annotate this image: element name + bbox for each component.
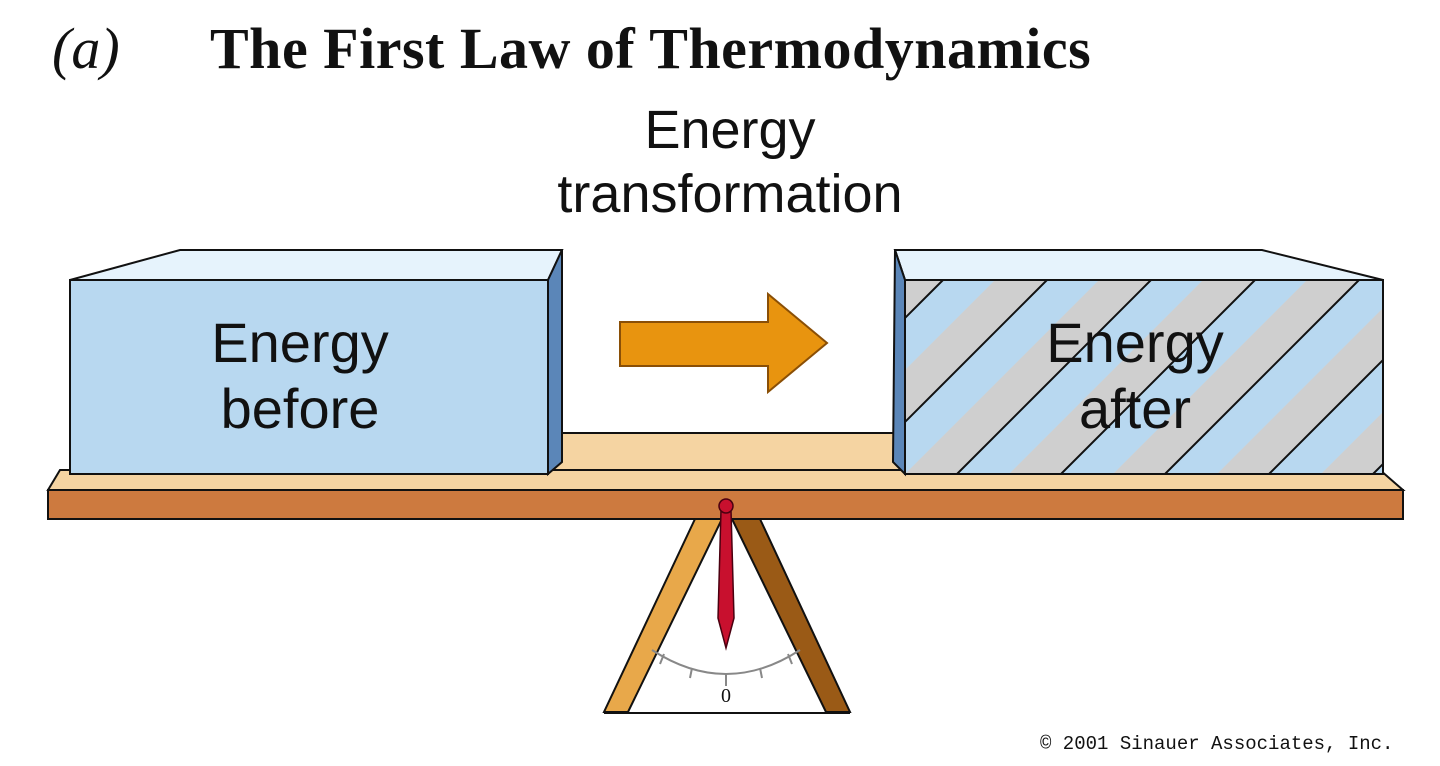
scale-dial [651, 649, 801, 686]
dial-tick [787, 653, 793, 665]
diagram-title: The First Law of Thermodynamics [210, 16, 1092, 81]
needle-pivot [718, 498, 734, 514]
after-box-top [893, 249, 1384, 281]
arrow-caption-text: Energy transformation [557, 100, 903, 224]
after-label-line2: after [1078, 377, 1192, 440]
beam-back-strip [547, 432, 904, 471]
needle-body [717, 509, 735, 651]
scale-needle [717, 498, 735, 651]
dial-ticks [659, 653, 793, 686]
dial-tick [689, 667, 693, 679]
hatch-line [1268, 358, 1383, 474]
hatch-line [1164, 280, 1360, 474]
after-label-line1: Energy [1046, 311, 1224, 374]
hatch-line [905, 280, 1048, 424]
before-label-line1: Energy [211, 311, 389, 374]
hatch-band [1321, 412, 1383, 474]
transformation-arrow [619, 291, 829, 395]
hatch-band [905, 280, 1151, 474]
before-label-line2: before [220, 377, 380, 440]
after-box-outline [904, 279, 1384, 475]
hatch-band [1009, 280, 1255, 474]
dial-tick [659, 653, 665, 665]
stand-right-leg [730, 518, 852, 713]
energy-before-box [69, 249, 564, 477]
before-box-front [69, 279, 549, 475]
arrow-caption: Energy transformation [470, 98, 990, 226]
after-box-side [891, 249, 906, 477]
before-box-top [69, 249, 564, 281]
hatch-band [1217, 308, 1383, 474]
hatch-band [1425, 280, 1440, 474]
energy-before-label: Energy before [150, 310, 450, 442]
hatch-line [1060, 280, 1256, 474]
before-box-side [547, 249, 563, 477]
after-box-hatching [905, 280, 1440, 474]
hatch-line [905, 280, 944, 320]
hatch-line [956, 280, 1152, 474]
hatch-band [1113, 280, 1359, 474]
scale-stand [602, 518, 852, 714]
dial-tick [759, 667, 763, 679]
panel-label: (a) [52, 16, 120, 81]
energy-after-label: Energy after [985, 310, 1285, 442]
stand-left-leg [602, 518, 724, 713]
copyright-notice: © 2001 Sinauer Associates, Inc. [1040, 733, 1394, 755]
dial-arc [651, 649, 801, 675]
scale-zero-label: 0 [721, 685, 731, 707]
energy-after-box [891, 249, 1440, 477]
